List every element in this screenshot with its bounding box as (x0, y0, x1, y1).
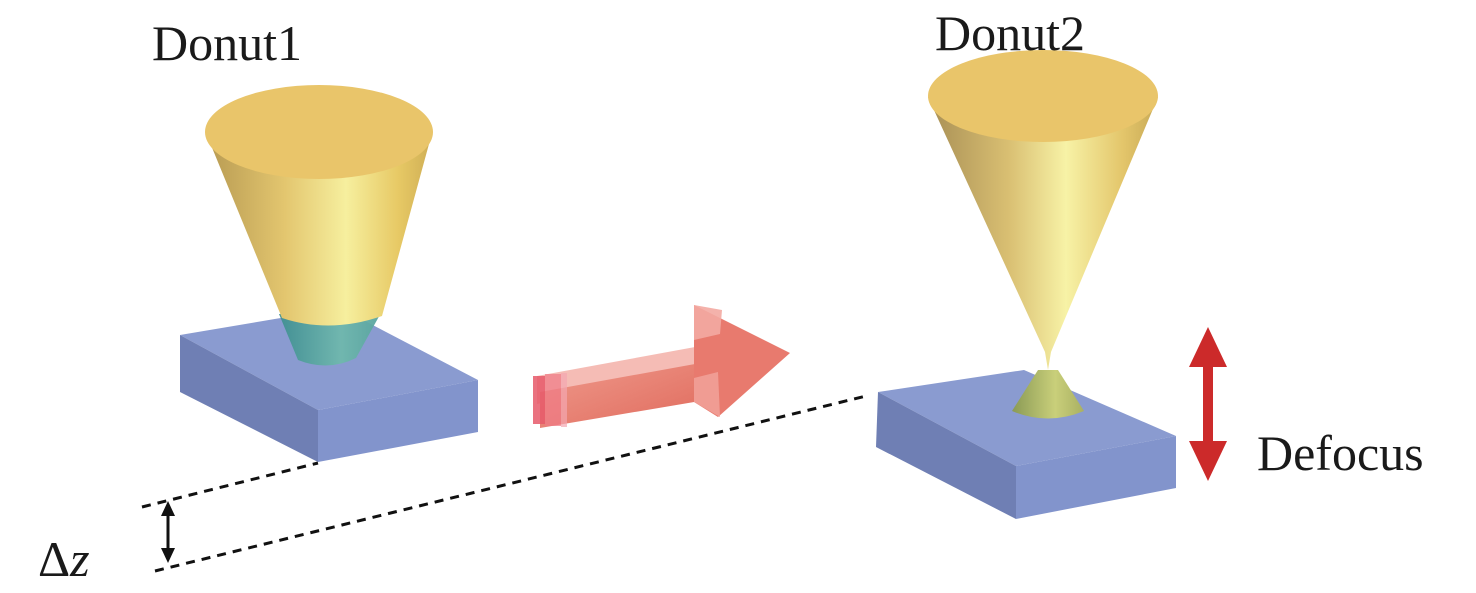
substrate2-front (876, 392, 1016, 519)
delta-symbol: Δ (38, 531, 71, 587)
substrate2-side (1016, 436, 1176, 519)
cone2-below-focus (1012, 370, 1084, 419)
cone1 (205, 85, 433, 326)
dashed-line-lower (154, 394, 867, 573)
substrate1-front (180, 335, 318, 462)
substrate1-side (318, 380, 478, 462)
delta-variable: z (70, 531, 90, 587)
delta-z-label: Δz (38, 534, 90, 584)
defocus-label: Defocus (1257, 425, 1424, 481)
reference-lines (141, 394, 867, 573)
delta-z-arrow (161, 501, 175, 563)
defocus-arrow (1189, 327, 1227, 481)
donut2-label: Donut2 (935, 5, 1085, 61)
dashed-line-upper (141, 461, 319, 509)
substrate2-top (878, 370, 1176, 466)
donut1-label: Donut1 (152, 15, 302, 71)
cone2 (928, 50, 1158, 370)
cone1-inside-substrate (279, 311, 382, 366)
process-arrow (533, 305, 790, 428)
substrate2 (876, 370, 1176, 519)
